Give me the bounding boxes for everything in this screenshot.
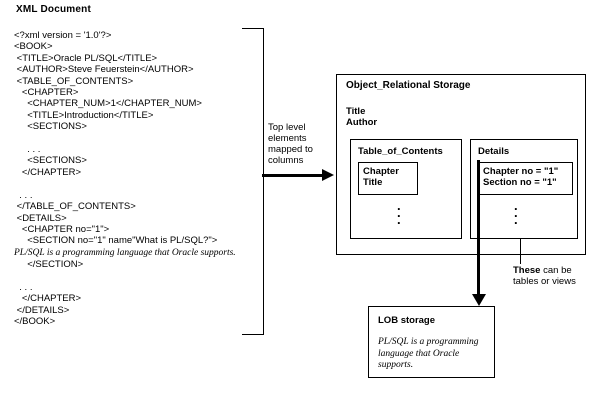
details-box: Details Chapter no = "1" Section no = "1…	[470, 139, 578, 239]
xml-code-head: <?xml version = '1.0'?> <BOOK> <TITLE>Or…	[14, 30, 218, 247]
storage-top-level-columns: Title Author	[346, 106, 378, 128]
views-note-label: These can be tables or views	[513, 265, 593, 287]
table-of-contents-title: Table_of_Contents	[358, 146, 443, 157]
mapping-arrow-shaft	[262, 174, 324, 177]
mapping-arrow-head-icon	[322, 169, 334, 181]
details-fields: Chapter no = "1" Section no = "1"	[478, 162, 573, 195]
details-ellipsis: ...	[514, 198, 518, 227]
xml-document-title: XML Document	[16, 4, 91, 15]
xml-code-italic-text: PL/SQL is a programming language that Or…	[14, 247, 236, 258]
details-title: Details	[478, 146, 510, 157]
object-relational-storage-box	[336, 74, 586, 255]
grouping-bracket	[242, 28, 264, 335]
table-of-contents-box: Table_of_Contents Chapter Title ...	[350, 139, 462, 239]
lob-arrow-head-icon	[471, 294, 486, 306]
views-note-bold: These	[513, 265, 541, 276]
lob-storage-title: LOB storage	[378, 315, 436, 326]
xml-code-tail: </SECTION> . . . </CHAPTER> </DETAILS> <…	[14, 259, 84, 328]
xml-document-code: <?xml version = '1.0'?> <BOOK> <TITLE>Or…	[14, 30, 254, 328]
lob-storage-box: LOB storage PL/SQL is a programming lang…	[368, 306, 495, 378]
object-relational-storage-title: Object_Relational Storage	[346, 80, 471, 91]
lob-arrow-shaft	[477, 160, 480, 298]
table-of-contents-fields: Chapter Title	[358, 162, 418, 195]
views-note-leader-line	[520, 239, 522, 264]
table-of-contents-ellipsis: ...	[397, 198, 401, 227]
mapping-note-label: Top level elements mapped to columns	[268, 122, 313, 166]
lob-storage-text: PL/SQL is a programming language that Or…	[378, 337, 479, 370]
views-note-rest: can be tables or views	[513, 265, 576, 287]
